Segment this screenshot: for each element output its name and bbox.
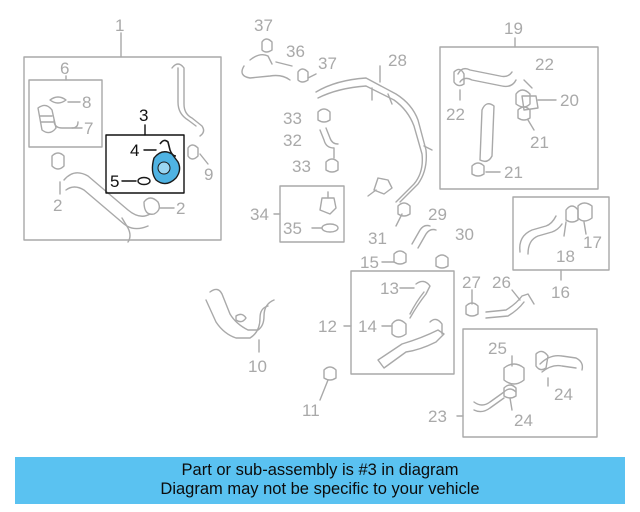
part-29-hose <box>411 224 437 249</box>
callout-1: 1 <box>115 16 124 35</box>
callout-20: 20 <box>560 91 579 110</box>
callout-35: 35 <box>283 219 302 238</box>
callout-21-right: 21 <box>530 133 549 152</box>
callout-22-left: 22 <box>446 105 465 124</box>
part-hose-upper <box>171 63 205 137</box>
callout-11: 11 <box>302 401 320 420</box>
callout-37-top: 37 <box>254 16 273 35</box>
callout-6: 6 <box>60 59 69 78</box>
group-6-box <box>28 75 103 148</box>
callout-8: 8 <box>82 93 91 112</box>
callout-33-bottom: 33 <box>292 157 311 176</box>
callout-5: 5 <box>110 172 119 191</box>
part-37-clamp-top <box>261 38 273 53</box>
part-8-clamp <box>49 96 81 104</box>
part-36-hose <box>241 53 293 81</box>
part-32-hose <box>319 127 339 159</box>
part-7-bracket <box>53 119 83 129</box>
part-33-clamp-bottom <box>325 158 339 173</box>
part-26-hose <box>485 289 535 319</box>
group-19-box <box>439 37 599 190</box>
callout-12: 12 <box>318 317 337 336</box>
info-banner: Part or sub-assembly is #3 in diagram Di… <box>15 457 625 504</box>
group-34-box <box>273 185 345 243</box>
callout-31: 31 <box>368 229 387 248</box>
callout-34: 34 <box>250 205 269 224</box>
part-31-clamp <box>395 202 411 227</box>
part-15-clamp <box>381 250 407 265</box>
part-2-clamp-right <box>143 197 175 215</box>
group-12-box <box>343 270 455 375</box>
banner-line-disclaimer: Diagram may not be specific to your vehi… <box>160 480 480 498</box>
callout-23: 23 <box>428 407 447 426</box>
callout-16: 16 <box>551 283 570 302</box>
callout-2-left: 2 <box>53 196 62 215</box>
callout-26: 26 <box>492 273 511 292</box>
callout-33-top: 33 <box>283 109 302 128</box>
group-23-box <box>456 328 598 438</box>
callout-32: 32 <box>283 131 302 150</box>
group-16-box <box>512 196 610 281</box>
callout-13: 13 <box>380 279 399 298</box>
callout-15: 15 <box>360 253 379 272</box>
callout-25: 25 <box>488 339 507 358</box>
callout-7: 7 <box>84 119 93 138</box>
part-10-hose <box>205 288 275 353</box>
callout-28: 28 <box>388 51 407 70</box>
part-3-highlighted[interactable] <box>137 139 181 186</box>
callout-4: 4 <box>130 141 139 160</box>
part-9-clamp <box>187 144 209 165</box>
callout-17: 17 <box>583 233 602 252</box>
banner-line-part: Part or sub-assembly is #3 in diagram <box>181 461 459 479</box>
part-11-clamp <box>319 366 337 401</box>
callout-37-mid: 37 <box>318 54 337 73</box>
part-28-pipe <box>315 65 433 203</box>
callout-18: 18 <box>556 247 575 266</box>
callout-21-left: 21 <box>504 163 523 182</box>
callout-29: 29 <box>428 205 447 224</box>
callout-24-bottom: 24 <box>514 411 533 430</box>
callout-36: 36 <box>286 42 305 61</box>
group-1-box <box>23 32 222 241</box>
callout-30: 30 <box>455 225 474 244</box>
callout-27: 27 <box>462 273 481 292</box>
part-33-clamp-top <box>317 108 331 123</box>
callout-2-right: 2 <box>176 199 185 218</box>
part-6-hose <box>37 104 57 134</box>
callout-10: 10 <box>248 357 267 376</box>
callout-3: 3 <box>139 106 148 125</box>
part-hose-lower <box>63 172 151 243</box>
callout-24-right: 24 <box>554 385 573 404</box>
callout-14: 14 <box>358 317 377 336</box>
part-30-clamp <box>435 254 449 269</box>
callout-22-right: 22 <box>535 55 554 74</box>
callout-9: 9 <box>204 165 213 184</box>
part-2-clamp-left <box>51 152 65 170</box>
group-3-box <box>105 124 185 194</box>
callout-19: 19 <box>504 19 523 38</box>
part-27-clamp <box>465 289 479 317</box>
part-37-clamp-mid <box>297 68 317 83</box>
